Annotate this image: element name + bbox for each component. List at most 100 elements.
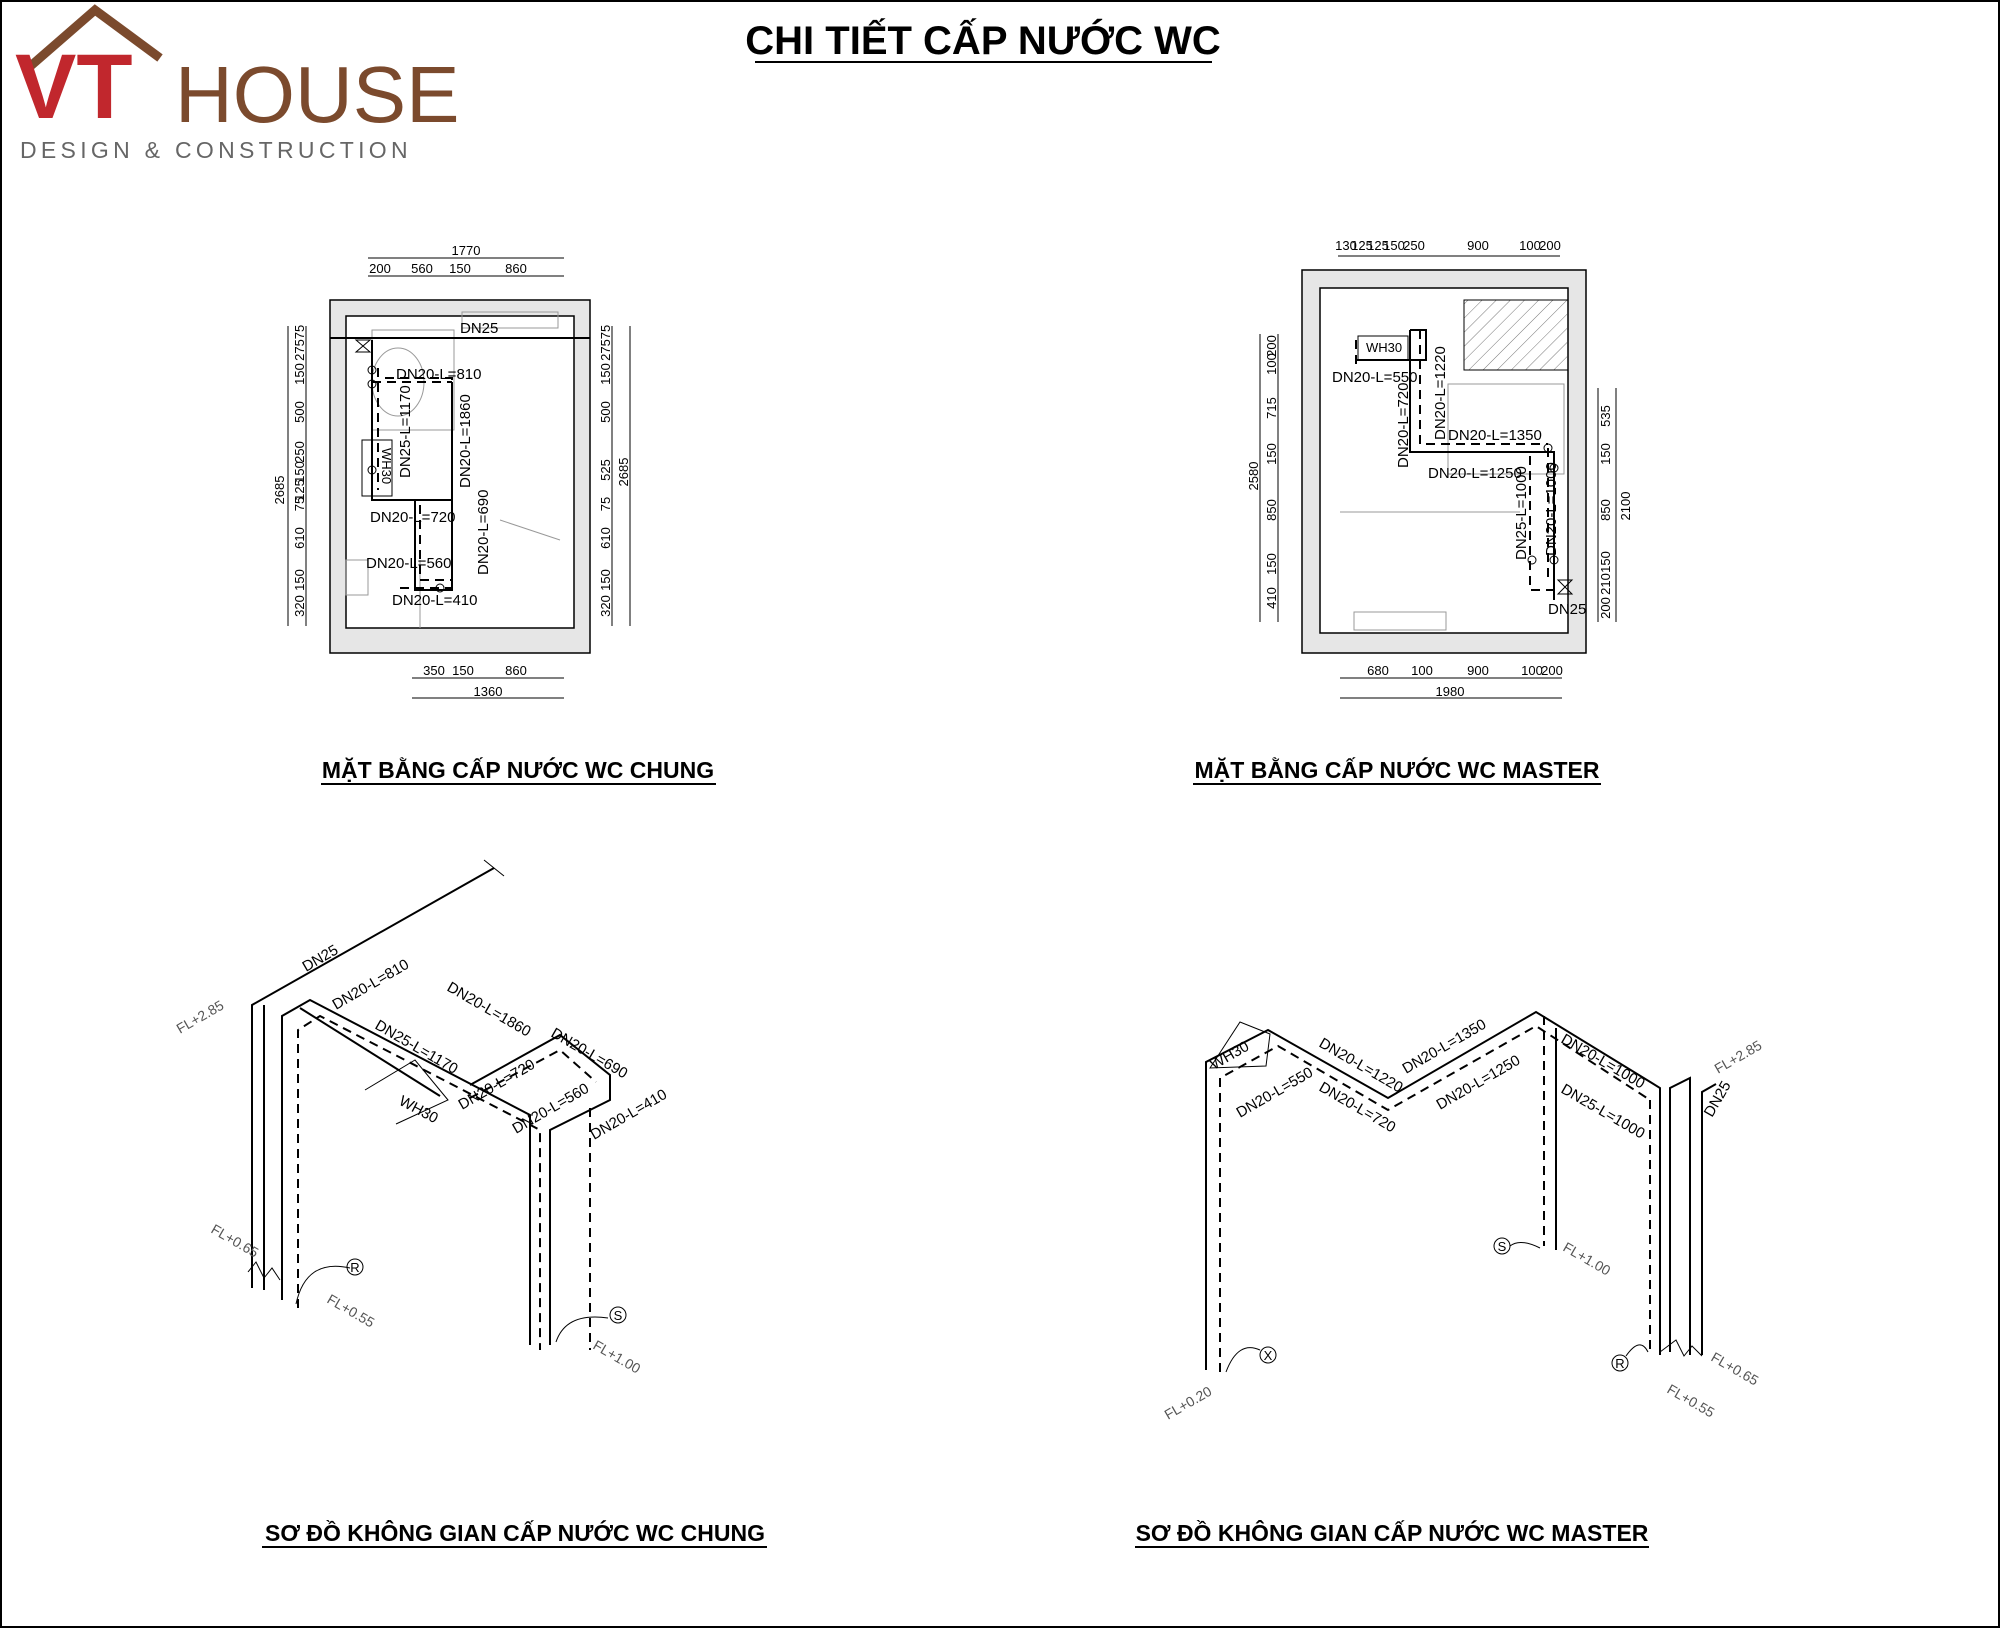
dim-label: 150: [1264, 443, 1279, 465]
marker-circle: [1611, 1354, 1629, 1372]
plan-chung-pipe-label: DN20-L=690: [475, 490, 492, 575]
iso-master-pipe-label: DN25: [1701, 1078, 1735, 1120]
dim-label: 2685: [616, 458, 631, 487]
elevation-label: FL+1.00: [1561, 1239, 1614, 1279]
dim-label: 860: [505, 663, 527, 678]
dim-label: 150: [292, 461, 307, 483]
plan-master-shower: [1463, 299, 1569, 371]
sheet-title: CHI TIẾT CẤP NƯỚC WC: [745, 17, 1220, 63]
plan-chung-pipe-label: DN20-L=720: [370, 509, 455, 526]
plan-master-pipe-label: DN20-L=1000: [1543, 462, 1560, 556]
dim-label: 210: [1598, 573, 1613, 595]
plan-master-pipe-label: DN20-L=550: [1332, 369, 1417, 386]
plan-chung-pipe-label: DN20-L=810: [396, 366, 481, 383]
dim-label: 320: [292, 595, 307, 617]
marker-label: S: [614, 1308, 623, 1323]
dim-label: 100: [1411, 663, 1433, 678]
dim-label: 320: [598, 595, 613, 617]
plan-master-pipe-label: DN20-L=1250: [1428, 465, 1522, 482]
dim-label: 100: [1519, 238, 1541, 253]
dim-label: 100: [1264, 353, 1279, 375]
logo-mark: VT: [15, 36, 133, 138]
dim-label: 75: [292, 497, 307, 511]
dim-label: 150: [292, 363, 307, 385]
iso-master-heater: [1209, 1021, 1271, 1069]
dim-label: 150: [452, 663, 474, 678]
plan-master-window: [1353, 611, 1447, 631]
dim-label: 2580: [1246, 462, 1261, 491]
marker-label: R: [1615, 1356, 1624, 1371]
dim-label: 150: [449, 261, 471, 276]
dim-label: 250: [1403, 238, 1425, 253]
break-icon: [247, 1261, 281, 1281]
elevation-label: FL+0.65: [209, 1221, 262, 1261]
dim-label: 275: [598, 339, 613, 361]
plan-master-pipe-label: DN25: [1548, 601, 1586, 618]
plan-chung-pipe-label: DN20-L=560: [366, 555, 451, 572]
dim-label: 100: [1521, 663, 1543, 678]
dim-label: 715: [1264, 397, 1279, 419]
dim-label: 250: [292, 441, 307, 463]
iso-master-pipe-label: DN20-L=550: [1234, 1064, 1317, 1121]
plan-master-pipe-label: DN20-L=1220: [1432, 346, 1449, 440]
marker-circle: [1259, 1346, 1277, 1364]
iso-master-pipe-label: DN20-L=1250: [1434, 1052, 1524, 1114]
dim-label: 860: [505, 261, 527, 276]
dim-label: 125: [1351, 238, 1373, 253]
iso-chung-heater-label: WH30: [396, 1093, 441, 1128]
company-logo: VT HOUSE DESIGN & CONSTRUCTION: [15, 4, 460, 163]
iso-wc-master: WH30 DN20-L=1220 DN20-L=1350 DN20-L=1000…: [1162, 1010, 1765, 1423]
elevation-label: FL+0.55: [1665, 1381, 1718, 1421]
plan-master-heater: [1357, 335, 1409, 361]
elevation-label: FL+2.85: [1712, 1037, 1765, 1077]
dim-label: 125: [292, 479, 307, 501]
dim-label: 900: [1467, 663, 1489, 678]
break-icon: [1659, 1339, 1703, 1357]
dim-label: 500: [598, 401, 613, 423]
elevation-label: FL+1.00: [591, 1337, 644, 1377]
dim-label: 150: [598, 363, 613, 385]
caption-iso-master: SƠ ĐỒ KHÔNG GIAN CẤP NƯỚC WC MASTER: [1136, 1519, 1649, 1546]
caption-plan-chung: MẶT BẰNG CẤP NƯỚC WC CHUNG: [322, 756, 714, 783]
dim-label: 610: [598, 527, 613, 549]
dim-label: 200: [1541, 663, 1563, 678]
marker-circle: [346, 1258, 364, 1276]
dim-label: 150: [1264, 553, 1279, 575]
plan-chung-pipe-label: DN25: [460, 320, 498, 337]
elevation-label: FL+0.65: [1709, 1349, 1762, 1389]
plan-chung-window: [461, 311, 559, 329]
plan-master-pipe-label: DN20-L=1350: [1448, 427, 1542, 444]
dim-label: 850: [1264, 499, 1279, 521]
plan-master-heater-label: WH30: [1366, 340, 1402, 355]
marker-label: R: [350, 1260, 359, 1275]
elevation-label: FL+2.85: [174, 997, 227, 1037]
elevation-label: FL+0.20: [1162, 1383, 1215, 1423]
plan-wc-chung: WH30 DN25 DN20-L=810 DN25-L=1170 DN20-L=…: [272, 243, 631, 699]
plan-chung-pipe-label: DN20-L=1860: [457, 394, 474, 488]
marker-circle: [1493, 1237, 1511, 1255]
plan-chung-heater: [361, 439, 393, 497]
iso-master-heater-label: WH30: [1208, 1038, 1253, 1074]
elevation-label: FL+0.55: [325, 1291, 378, 1331]
iso-chung-pipe-label: DN20-L=410: [588, 1086, 671, 1143]
iso-chung-heater: [364, 1059, 449, 1125]
dim-label: 200: [369, 261, 391, 276]
plan-master-tub: [1447, 383, 1565, 475]
dim-label: 1980: [1436, 684, 1465, 699]
marker-label: S: [1498, 1239, 1507, 1254]
marker-circle: [609, 1306, 627, 1324]
dim-label: 1770: [452, 243, 481, 258]
dim-label: 150: [598, 569, 613, 591]
plan-wc-master: WH30 DN20-L=550 DN20-L=1220 DN20-L=720 D…: [1246, 238, 1633, 699]
dim-label: 75: [598, 497, 613, 511]
caption-plan-master: MẶT BẰNG CẤP NƯỚC WC MASTER: [1195, 756, 1600, 783]
plan-chung-drain: [345, 559, 369, 596]
dim-label: 2100: [1618, 492, 1633, 521]
caption-iso-chung: SƠ ĐỒ KHÔNG GIAN CẤP NƯỚC WC CHUNG: [265, 1519, 765, 1546]
dim-label: 150: [1598, 443, 1613, 465]
dim-label: 130: [1335, 238, 1357, 253]
dim-label: 200: [1598, 597, 1613, 619]
dim-label: 535: [1598, 405, 1613, 427]
